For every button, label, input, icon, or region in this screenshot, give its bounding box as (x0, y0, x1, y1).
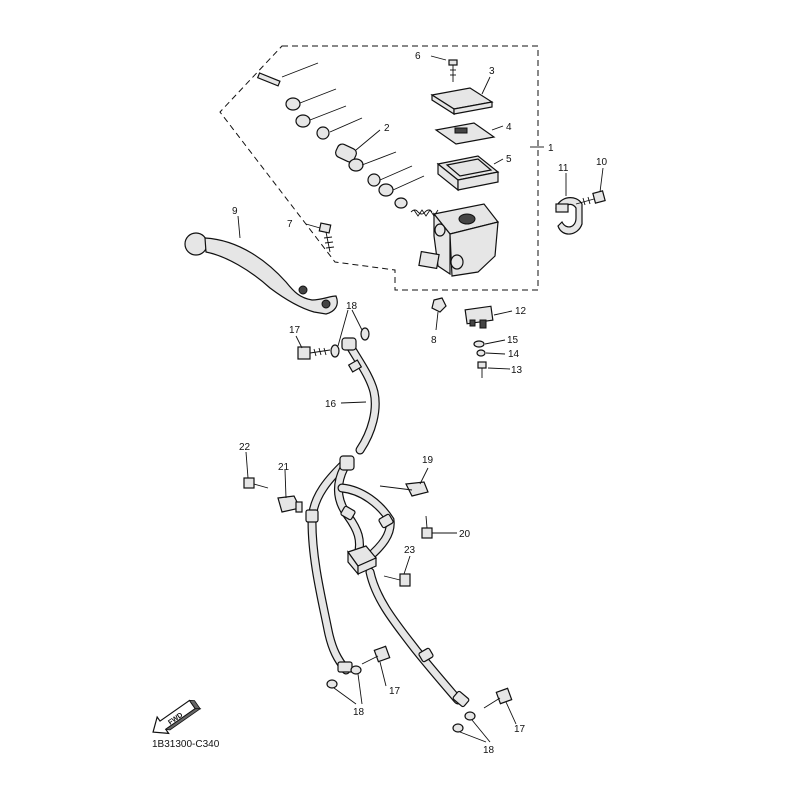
bolt-20 (421, 515, 433, 539)
copper-washer-top-1 (330, 344, 340, 358)
master-cylinder-body (418, 203, 500, 277)
hose-joint-block (347, 545, 377, 576)
return-spring (413, 209, 439, 217)
callout-7: 7 (287, 219, 293, 230)
bolt-22 (243, 477, 269, 489)
hose-fitting (339, 455, 355, 471)
callout-18-right: 18 (483, 745, 495, 756)
callout-16: 16 (325, 399, 337, 410)
callout-21: 21 (278, 462, 290, 473)
union-bolt-17-right (483, 687, 513, 709)
diagram-code: 1B31300-C340 (152, 739, 220, 750)
brake-light-switch (464, 305, 494, 329)
copper-washer-top-2 (360, 327, 370, 341)
callout-3: 3 (489, 66, 495, 77)
callout-20: 20 (459, 529, 471, 540)
piston-kit (256, 62, 433, 215)
callout-23: 23 (404, 545, 416, 556)
brake-lever (184, 232, 338, 315)
pivot-bolt-7 (318, 222, 335, 253)
callout-9: 9 (232, 206, 238, 217)
hose-clamp-21 (277, 495, 303, 513)
master-cylinder-assembly-boundary (219, 45, 539, 291)
callout-17-top: 17 (289, 325, 301, 336)
callout-18-top: 18 (346, 301, 358, 312)
callout-4: 4 (506, 122, 512, 133)
union-bolt-17-left (361, 645, 391, 665)
clamp-bolt-10 (575, 190, 606, 206)
callout-18-left: 18 (353, 707, 365, 718)
callout-1: 1 (548, 143, 554, 154)
callout-11: 11 (558, 163, 569, 174)
union-bolt-17-top (297, 346, 331, 360)
callout-6: 6 (415, 51, 421, 62)
hose-guide-19 (379, 481, 429, 497)
callout-17-right: 17 (514, 724, 526, 735)
washer-15 (473, 340, 485, 348)
callout-13: 13 (511, 365, 523, 376)
callout-22: 22 (239, 442, 251, 453)
handlebar-clamp (555, 197, 583, 235)
forward-arrow-icon: FWD (152, 699, 202, 735)
callout-19: 19 (422, 455, 434, 466)
callout-8: 8 (431, 335, 437, 346)
leader-lines (237, 55, 604, 743)
copper-washer-right-2 (464, 711, 476, 721)
washer-14 (476, 349, 486, 357)
copper-washer-left-2 (350, 665, 362, 675)
callout-10: 10 (596, 157, 608, 168)
callout-14: 14 (508, 349, 520, 360)
callout-2: 2 (384, 123, 390, 134)
screw-13 (477, 361, 487, 378)
callout-12: 12 (515, 306, 527, 317)
bolt-23 (383, 573, 411, 587)
callout-15: 15 (507, 335, 519, 346)
copper-washer-right-1 (452, 723, 464, 733)
screw-6 (448, 59, 458, 82)
callout-17-left: 17 (389, 686, 401, 697)
pivot-nut-8 (431, 297, 447, 313)
copper-washer-left-1 (326, 679, 338, 689)
callout-5: 5 (506, 154, 512, 165)
